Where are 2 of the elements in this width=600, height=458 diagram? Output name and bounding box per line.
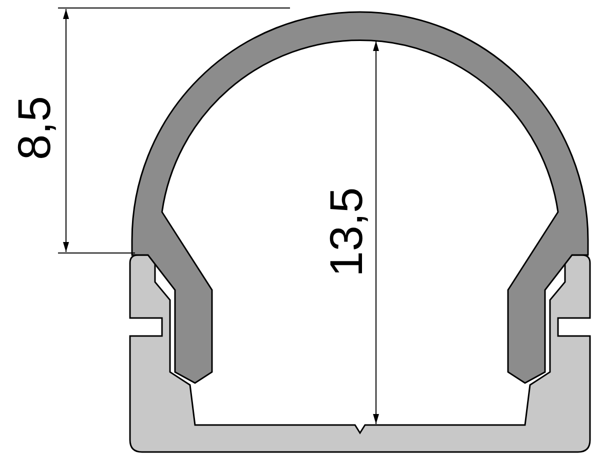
dimension-label: 13,5: [323, 187, 369, 277]
dimension-label: 8,5: [11, 96, 57, 160]
